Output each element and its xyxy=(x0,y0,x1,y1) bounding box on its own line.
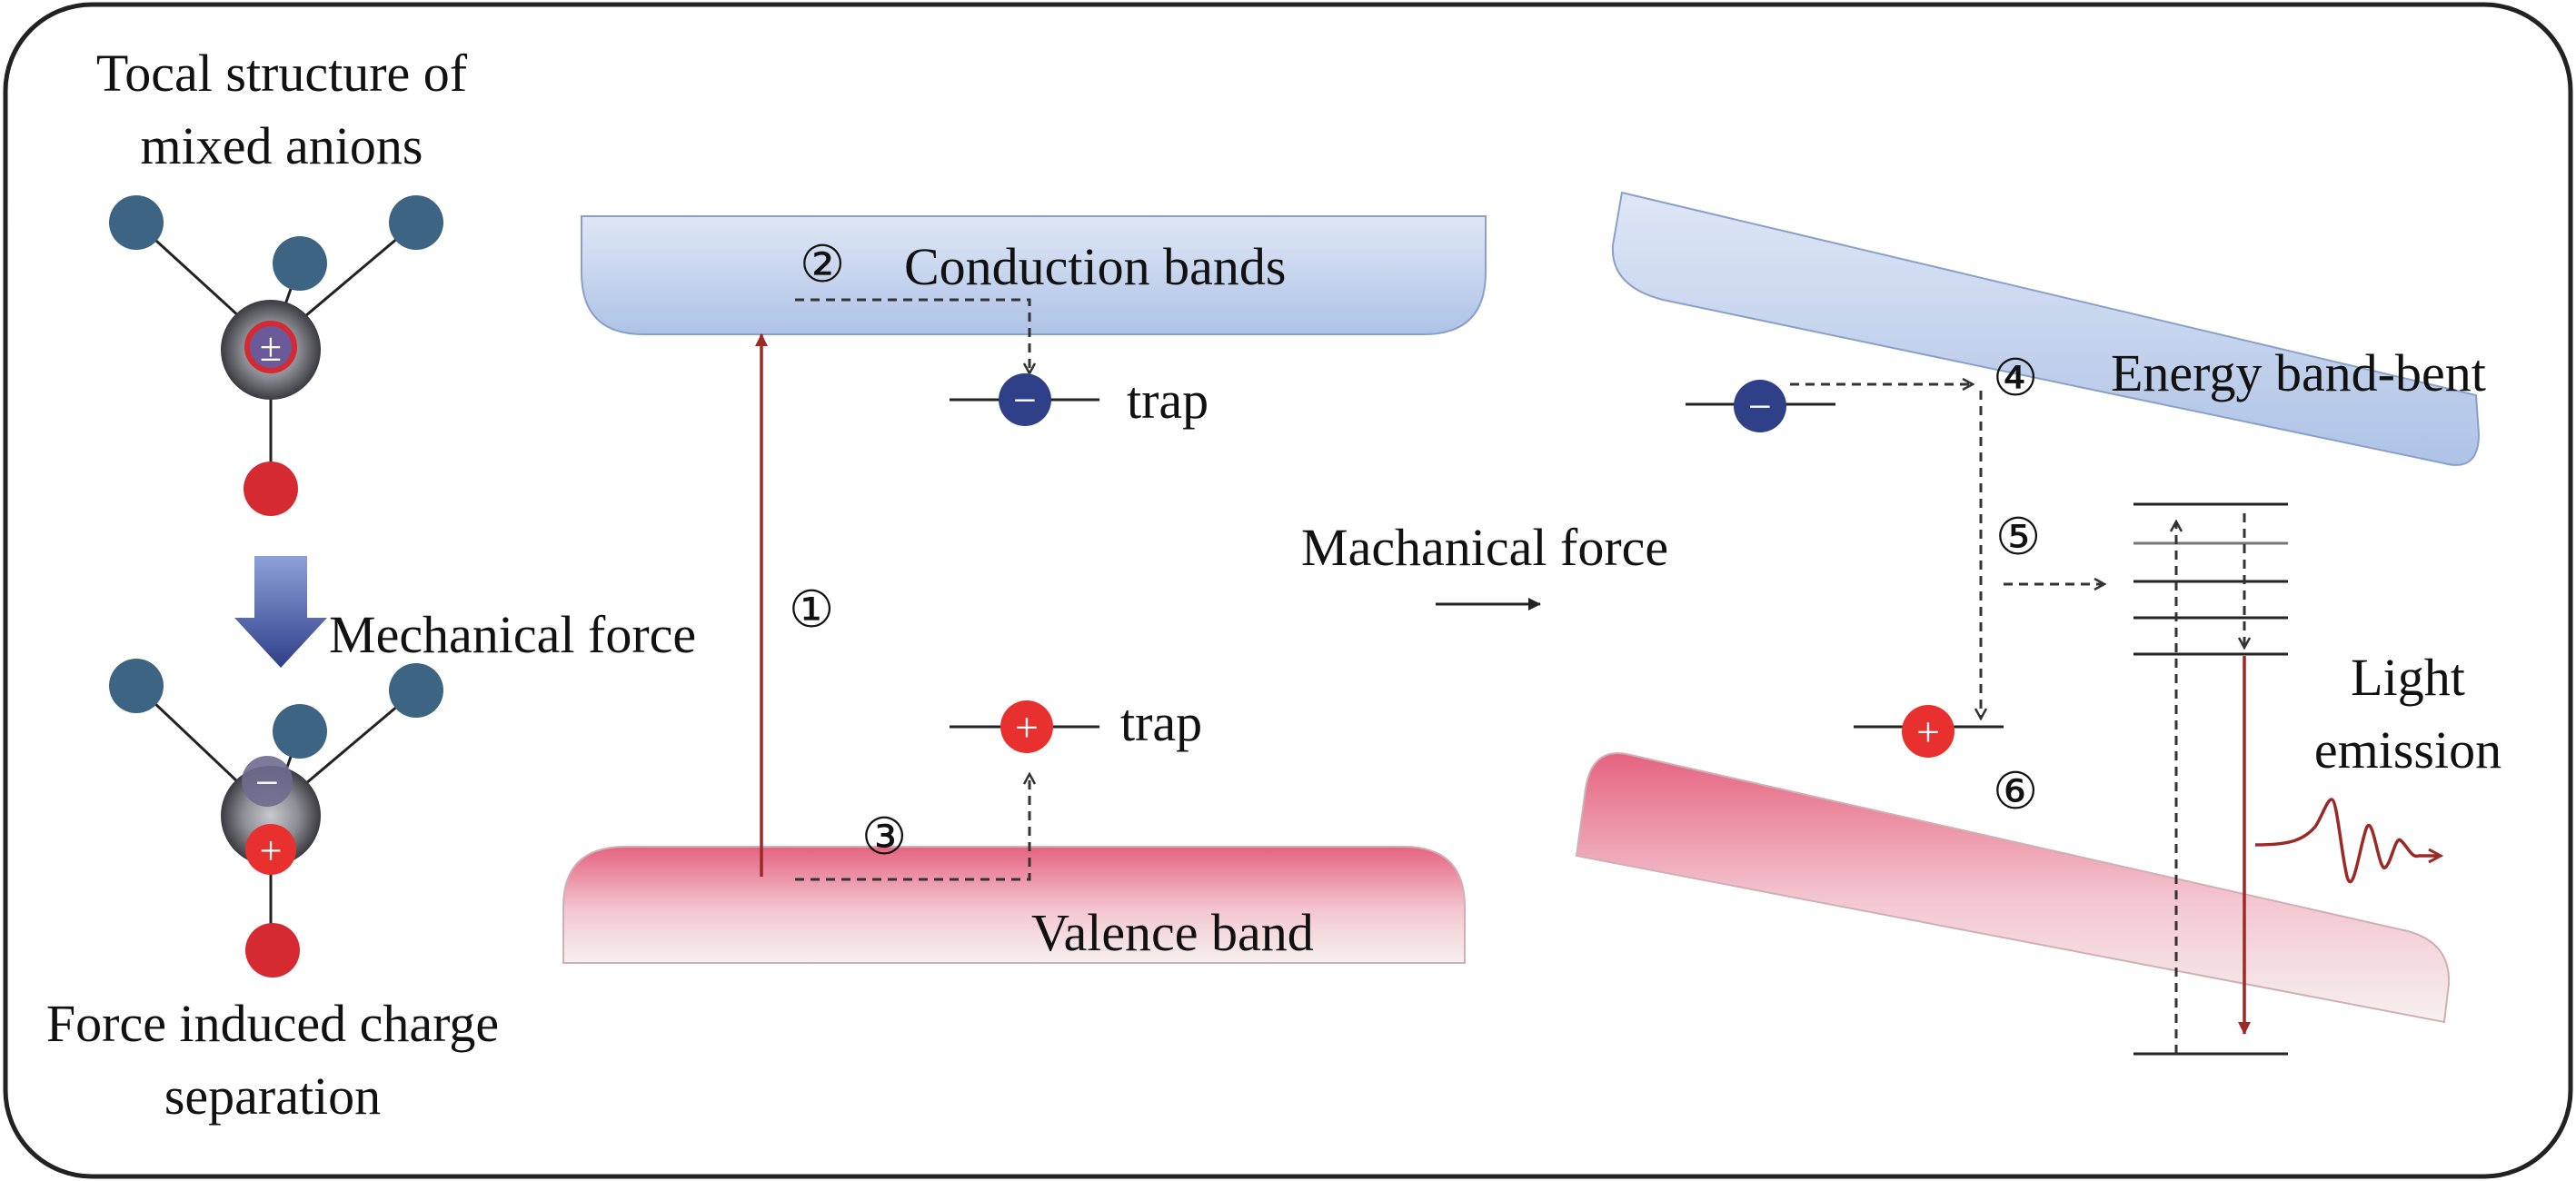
mechanical-force-arrow xyxy=(234,556,327,668)
bent-valence-band xyxy=(1575,752,2451,1024)
bent-hole-sign: + xyxy=(1916,709,1940,755)
conduction-band xyxy=(581,215,1487,335)
valence-band-label: Valence band xyxy=(1031,903,1314,962)
bent-trapped-hole xyxy=(1902,705,1954,758)
valence-band xyxy=(562,846,1466,964)
energy-band-bent-label: Energy band-bent xyxy=(2111,343,2486,402)
luminescent-center-levels xyxy=(2133,502,2288,1056)
bent-trapped-electron xyxy=(1734,380,1786,432)
trapped-hole-sign: + xyxy=(1015,704,1039,750)
bent-conduction-band xyxy=(1611,191,2481,466)
separated-hole xyxy=(245,824,296,875)
step-3-marker: ③ xyxy=(861,809,907,866)
conduction-band-label: Conduction bands xyxy=(904,237,1286,296)
separated-electron xyxy=(242,756,293,807)
trapped-hole xyxy=(1000,700,1053,753)
trapped-electron xyxy=(999,373,1051,426)
anion-sphere xyxy=(273,236,327,291)
left-bottom-line2: separation xyxy=(164,1067,381,1126)
trapped-electron-sign: − xyxy=(1013,377,1037,423)
hole-sign: + xyxy=(260,829,283,873)
step-4-marker: ④ xyxy=(1993,351,2038,407)
bent-electron-sign: − xyxy=(1748,383,1772,430)
light-emission-line1: Light xyxy=(2351,648,2465,707)
step-5-marker: ⑤ xyxy=(1995,510,2041,566)
step-1-marker: ① xyxy=(789,582,834,639)
mechanical-force-label: Mechanical force xyxy=(329,605,696,664)
anion-sphere xyxy=(109,659,164,713)
step-6-marker: ⑥ xyxy=(1993,764,2038,820)
anion-structure-bottom: − + xyxy=(109,659,443,978)
light-wave-icon xyxy=(2254,798,2440,884)
electron-sign: − xyxy=(255,759,279,806)
hole-trap-path xyxy=(795,775,1029,881)
anion-structure-top: ± xyxy=(109,195,443,516)
hole-trap-label: trap xyxy=(1120,693,1202,752)
mixed-charge-sign: ± xyxy=(260,325,282,370)
left-bottom-line1: Force induced charge xyxy=(46,994,499,1053)
anion-sphere xyxy=(389,663,443,718)
step-2-marker: ② xyxy=(800,237,845,293)
anion-sphere xyxy=(389,195,443,250)
left-title-line2: mixed anions xyxy=(141,116,423,175)
cation-sphere xyxy=(245,923,300,978)
electron-trap-label: trap xyxy=(1127,371,1208,430)
left-title-line1: Tocal structure of xyxy=(96,44,468,103)
machanical-force-label: Machanical force xyxy=(1301,518,1668,577)
light-emission-line2: emission xyxy=(2314,720,2501,779)
electron-trap-path xyxy=(795,298,1029,372)
anion-sphere xyxy=(109,195,164,250)
anion-sphere xyxy=(273,704,327,759)
mixed-charge xyxy=(244,321,297,373)
cation-sphere xyxy=(244,461,298,516)
